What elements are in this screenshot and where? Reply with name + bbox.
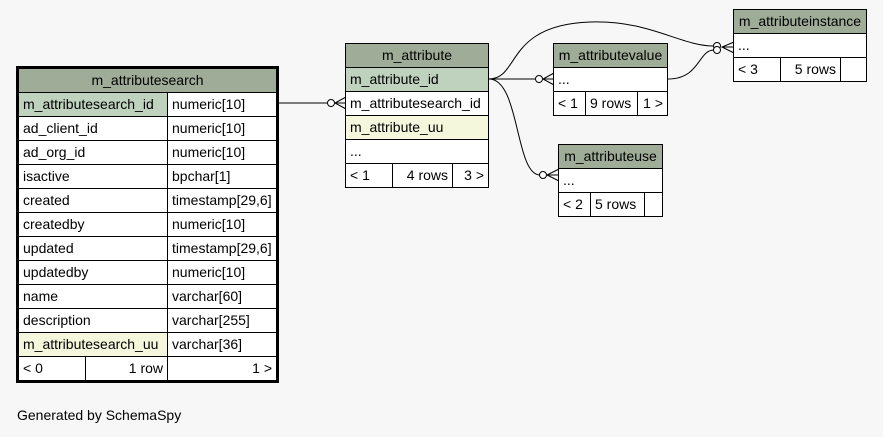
column-name: updated [23,240,74,256]
table-m_attributesearch[interactable]: m_attributesearch m_attributesearch_id n… [16,66,279,383]
table-row: m_attributesearch_uu varchar[36] [19,333,276,357]
table-row: created timestamp[29,6] [19,189,276,213]
table-row: name varchar[60] [19,285,276,309]
column-name: ... [558,71,570,87]
table-header[interactable]: m_attributesearch [19,69,276,93]
table-footer: < 1 9 rows 1 > [554,92,667,115]
column-type: numeric[10] [167,213,276,236]
children-count[interactable]: 1 > [167,357,276,380]
table-footer: < 1 4 rows 3 > [346,164,488,187]
table-row: createdby numeric[10] [19,213,276,237]
column-name: name [23,288,59,304]
edge-attribute-attributeinstance [488,21,715,80]
children-count[interactable]: 1 > [637,92,667,115]
row-count: 9 rows [585,92,637,115]
children-count [840,58,866,81]
row-count: 4 rows [392,164,452,187]
column-name: m_attributesearch_id [19,93,167,116]
column-type: numeric[10] [167,117,276,140]
table-footer: < 0 1 row 1 > [19,357,276,380]
column-type: varchar[255] [167,309,276,332]
table-row: ad_client_id numeric[10] [19,117,276,141]
table-header[interactable]: m_attribute [346,44,488,68]
column-type: bpchar[1] [167,165,276,188]
edge-optional-marker [539,171,547,179]
row-count: 5 rows [590,193,644,216]
table-header[interactable]: m_attributevalue [554,44,667,68]
edge-attributevalue-attributeinstance [667,49,715,80]
table-row: ... [554,68,667,92]
table-row: ... [346,140,488,164]
table-row: m_attributesearch_id [346,92,488,116]
column-name: created [23,192,70,208]
column-name: ... [563,172,575,188]
edge-optional-marker [713,46,721,54]
table-row: m_attributesearch_id numeric[10] [19,93,276,117]
edge-optional-marker [327,99,335,107]
table-row: ... [559,169,662,193]
edge-crowfoot-marker [333,96,347,110]
parents-count[interactable]: < 1 [350,167,370,183]
column-type: numeric[10] [167,93,276,116]
column-type: numeric[10] [167,261,276,284]
generated-by-label: Generated by SchemaSpy [17,407,182,423]
column-name: createdby [23,216,85,232]
row-count: 1 row [85,357,167,380]
column-name: isactive [23,168,70,184]
table-footer: < 2 5 rows [559,193,662,216]
column-name: m_attributesearch_id [350,95,481,111]
table-row: updated timestamp[29,6] [19,237,276,261]
table-row: ad_org_id numeric[10] [19,141,276,165]
column-name: m_attribute_id [346,68,488,91]
column-name: ... [350,143,362,159]
table-m_attributeinstance[interactable]: m_attributeinstance ... < 3 5 rows [733,9,867,82]
column-name: ad_org_id [23,144,86,160]
children-count [644,193,662,216]
parents-count[interactable]: < 1 [558,95,578,111]
column-name: ad_client_id [23,120,98,136]
edge-attribute-attributeuse [488,78,541,176]
table-row: description varchar[255] [19,309,276,333]
table-row: isactive bpchar[1] [19,165,276,189]
table-footer: < 3 5 rows [734,58,866,81]
table-row: m_attribute_id [346,68,488,92]
parents-count[interactable]: < 2 [563,196,583,212]
column-name: ... [738,37,750,53]
table-header[interactable]: m_attributeuse [559,145,662,169]
column-type: numeric[10] [167,141,276,164]
table-row: m_attribute_uu [346,116,488,140]
column-name: m_attribute_uu [346,116,488,139]
edge-crowfoot-marker [545,168,560,182]
parents-count[interactable]: < 3 [738,61,758,77]
column-type: varchar[60] [167,285,276,308]
column-type: timestamp[29,6] [167,237,276,260]
edge-optional-marker [535,75,543,83]
table-row: updatedby numeric[10] [19,261,276,285]
parents-count[interactable]: < 0 [23,360,43,376]
table-m_attribute[interactable]: m_attribute m_attribute_id m_attributese… [345,43,489,188]
table-row: ... [734,34,866,58]
children-count[interactable]: 3 > [452,164,488,187]
column-type: timestamp[29,6] [167,189,276,212]
edge-crowfoot-marker [720,41,735,54]
column-name: updatedby [23,264,89,280]
column-type: varchar[36] [167,333,276,356]
table-header[interactable]: m_attributeinstance [734,10,866,34]
column-name: m_attributesearch_uu [19,333,167,356]
column-name: description [23,312,91,328]
edge-crowfoot-marker [541,72,555,86]
row-count: 5 rows [780,58,840,81]
table-m_attributeuse[interactable]: m_attributeuse ... < 2 5 rows [558,144,663,217]
table-m_attributevalue[interactable]: m_attributevalue ... < 1 9 rows 1 > [553,43,668,116]
